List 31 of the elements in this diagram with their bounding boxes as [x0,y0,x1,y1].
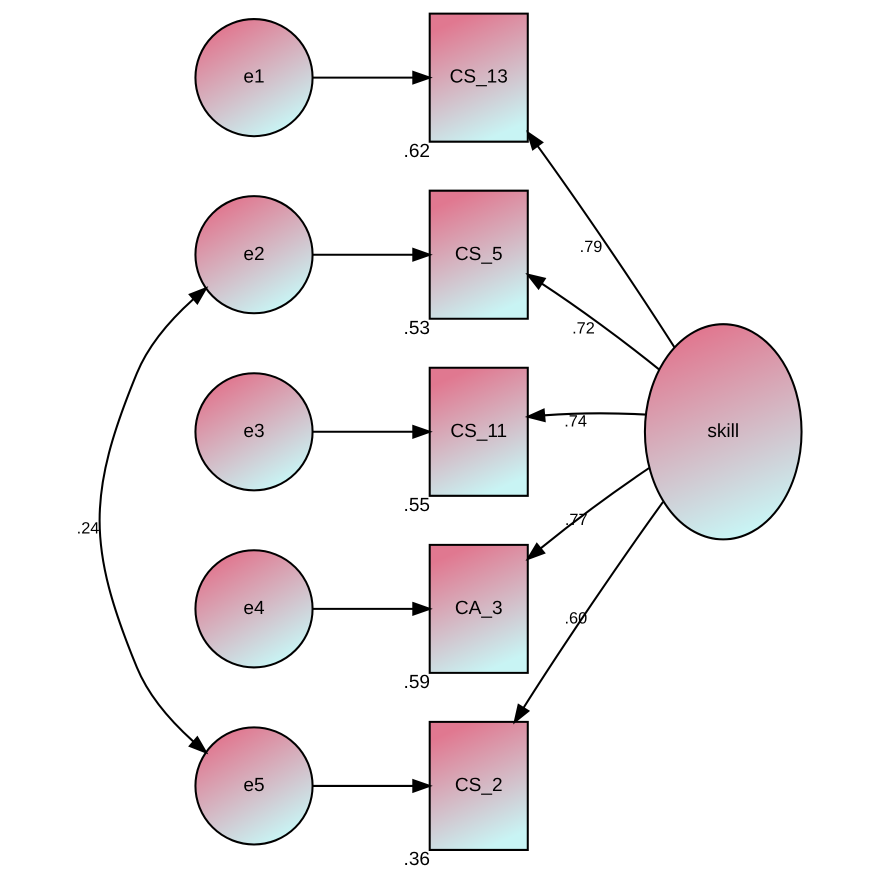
arrow [313,778,433,794]
arrow [313,602,433,616]
node-circle: e5 [194,726,314,846]
node-circle: e4 [194,549,314,668]
arrow [513,501,664,724]
node-box: CS_2 [428,720,529,851]
node-label: .59 [404,672,430,694]
node-label: .36 [404,849,430,870]
node-label: .62 [404,140,430,162]
arrow [313,248,433,262]
arrow [526,130,676,348]
node-circle: e1 [194,18,314,138]
edge-label: .72 [572,320,595,338]
edge-label: .74 [564,412,587,431]
node-circle: e3 [194,372,314,492]
arrow [313,424,433,439]
node-box: CS_5 [428,190,529,320]
node-box: CS_13 [428,12,529,143]
node-circle: e2 [194,195,314,314]
arrow [525,273,660,370]
edge-label: .79 [580,238,602,256]
node-box: CS_11 [428,366,529,497]
arrow [524,408,646,422]
node-ellipse: skill [644,323,803,540]
arrow [525,467,650,561]
arrow [313,70,433,85]
node-box: CA_3 [428,544,529,674]
edge-label: .24 [76,519,100,538]
node-label: .53 [404,318,430,339]
node-label: .55 [404,495,430,516]
arrow [98,286,208,754]
